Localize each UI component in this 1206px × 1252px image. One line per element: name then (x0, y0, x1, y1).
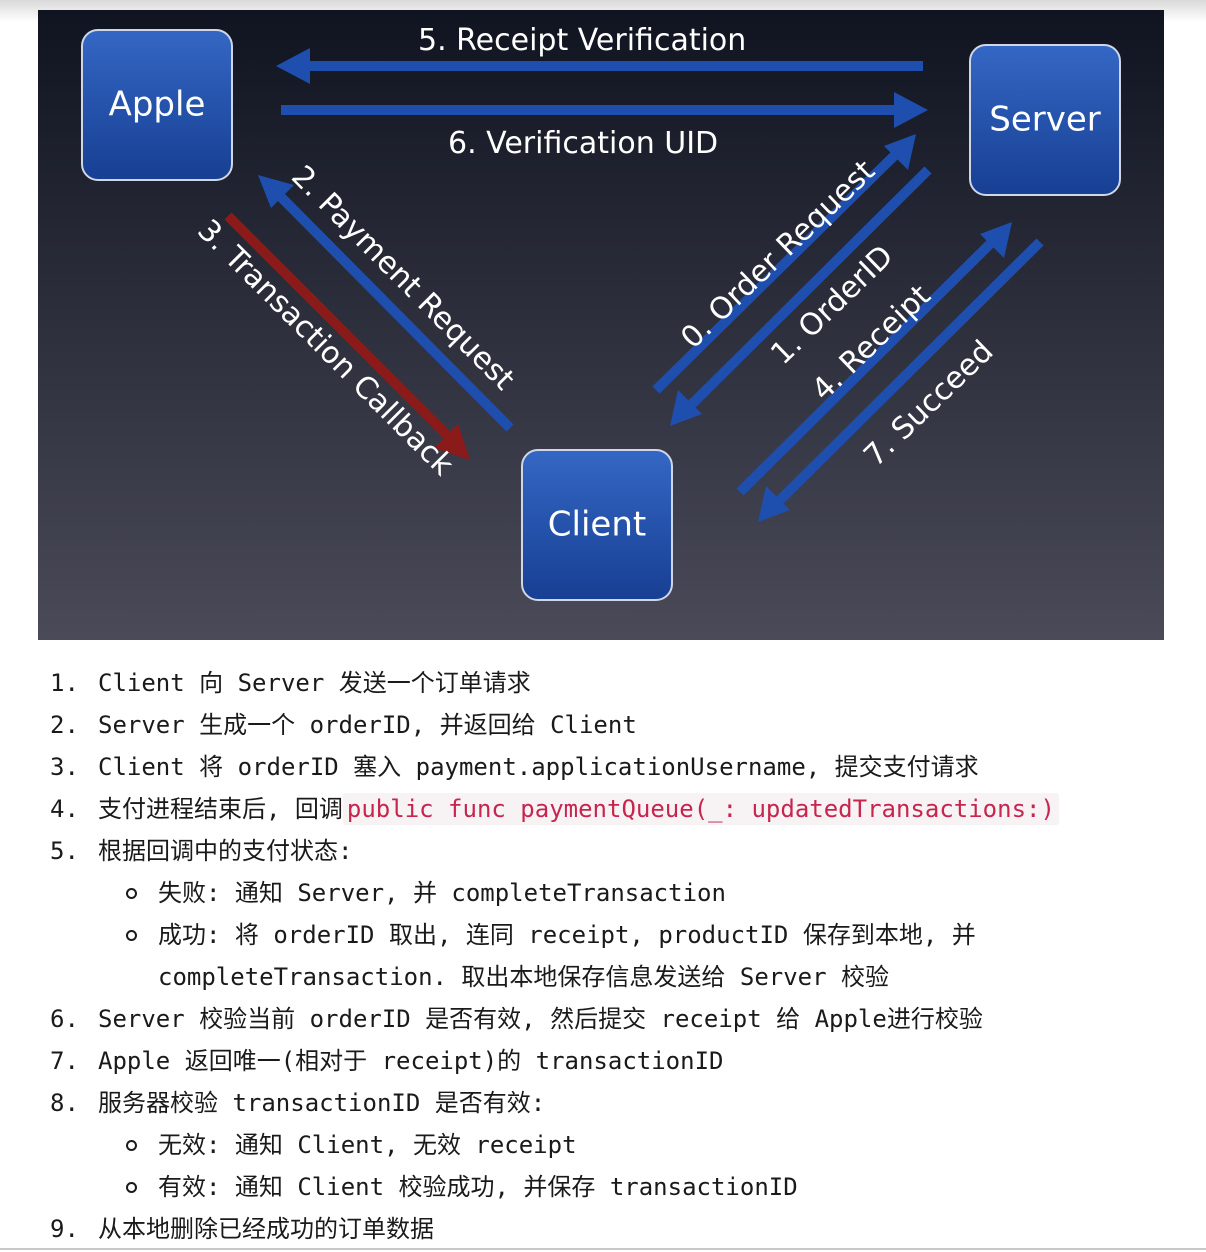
step-7: 7. Apple 返回唯一(相对于 receipt)的 transactionID (50, 1040, 1190, 1082)
server-label: Server (989, 100, 1101, 140)
substep-5-success: 成功: 将 orderID 取出, 连同 receipt, productID … (50, 914, 1190, 956)
step-text: 支付进程结束后, 回调 (98, 795, 343, 823)
step-text: Client 向 Server 发送一个订单请求 (98, 669, 531, 697)
step-text: Server 生成一个 orderID, 并返回给 Client (98, 711, 637, 739)
label-receipt-verification: 5. Receipt Verification (418, 23, 746, 58)
label-verification-uid: 6. Verification UID (448, 126, 718, 161)
arrow-succeed (758, 238, 1044, 522)
bullet-icon (126, 888, 137, 899)
step-number: 1. (50, 669, 79, 697)
arrow-receipt (736, 222, 1012, 496)
step-number: 3. (50, 753, 79, 781)
arrow-payment-request (258, 175, 514, 432)
arrow-order-id (670, 166, 932, 426)
steps-list: 1. Client 向 Server 发送一个订单请求 2. Server 生成一个… (50, 662, 1190, 1250)
step-number: 5. (50, 837, 79, 865)
step-8: 8. 服务器校验 transactionID 是否有效: (50, 1082, 1190, 1124)
apple-node: Apple (81, 29, 233, 181)
substep-text: completeTransaction. 取出本地保存信息发送给 Server … (158, 963, 890, 991)
step-text: Client 将 orderID 塞入 payment.applicationU… (98, 753, 979, 781)
client-node: Client (521, 449, 673, 601)
step-9: 9. 从本地删除已经成功的订单数据 (50, 1208, 1190, 1250)
arrow-verification-uid (281, 92, 928, 128)
payment-flow-diagram: Apple Server Client 5. Receipt Verificat… (38, 10, 1164, 640)
step-1: 1. Client 向 Server 发送一个订单请求 (50, 662, 1190, 704)
bullet-icon (126, 930, 137, 941)
step-number: 4. (50, 795, 79, 823)
step-text: 从本地删除已经成功的订单数据 (98, 1215, 434, 1243)
step-5: 5. 根据回调中的支付状态: (50, 830, 1190, 872)
substep-text: 失败: 通知 Server, 并 completeTransaction (158, 879, 726, 907)
step-3: 3. Client 将 orderID 塞入 payment.applicatio… (50, 746, 1190, 788)
substep-text: 成功: 将 orderID 取出, 连同 receipt, productID … (158, 921, 976, 949)
step-number: 7. (50, 1047, 79, 1075)
step-text: Apple 返回唯一(相对于 receipt)的 transactionID (98, 1047, 724, 1075)
step-6: 6. Server 校验当前 orderID 是否有效, 然后提交 receipt… (50, 998, 1190, 1040)
substep-5-failure: 失败: 通知 Server, 并 completeTransaction (50, 872, 1190, 914)
step-2: 2. Server 生成一个 orderID, 并返回给 Client (50, 704, 1190, 746)
step-number: 2. (50, 711, 79, 739)
substep-8-valid: 有效: 通知 Client 校验成功, 并保存 transactionID (50, 1166, 1190, 1208)
substep-text: 有效: 通知 Client 校验成功, 并保存 transactionID (158, 1173, 798, 1201)
step-number: 9. (50, 1215, 79, 1243)
bullet-icon (126, 1140, 137, 1151)
step-number: 6. (50, 1005, 79, 1033)
client-label: Client (548, 505, 646, 545)
bullet-icon (126, 1182, 137, 1193)
substep-5-success-continued: completeTransaction. 取出本地保存信息发送给 Server … (50, 956, 1190, 998)
arrow-order-request (652, 134, 916, 394)
arrow-receipt-verification (276, 48, 923, 84)
bottom-divider (0, 1248, 1206, 1250)
apple-label: Apple (109, 85, 206, 125)
substep-text: 无效: 通知 Client, 无效 receipt (158, 1131, 577, 1159)
inline-code: public func paymentQueue(_: updatedTrans… (342, 793, 1059, 825)
step-text: Server 校验当前 orderID 是否有效, 然后提交 receipt 给… (98, 1005, 983, 1033)
step-text: 服务器校验 transactionID 是否有效: (98, 1089, 546, 1117)
arrow-transaction-callback (224, 212, 470, 460)
step-number: 8. (50, 1089, 79, 1117)
step-text: 根据回调中的支付状态: (98, 837, 353, 865)
substep-8-invalid: 无效: 通知 Client, 无效 receipt (50, 1124, 1190, 1166)
server-node: Server (969, 44, 1121, 196)
